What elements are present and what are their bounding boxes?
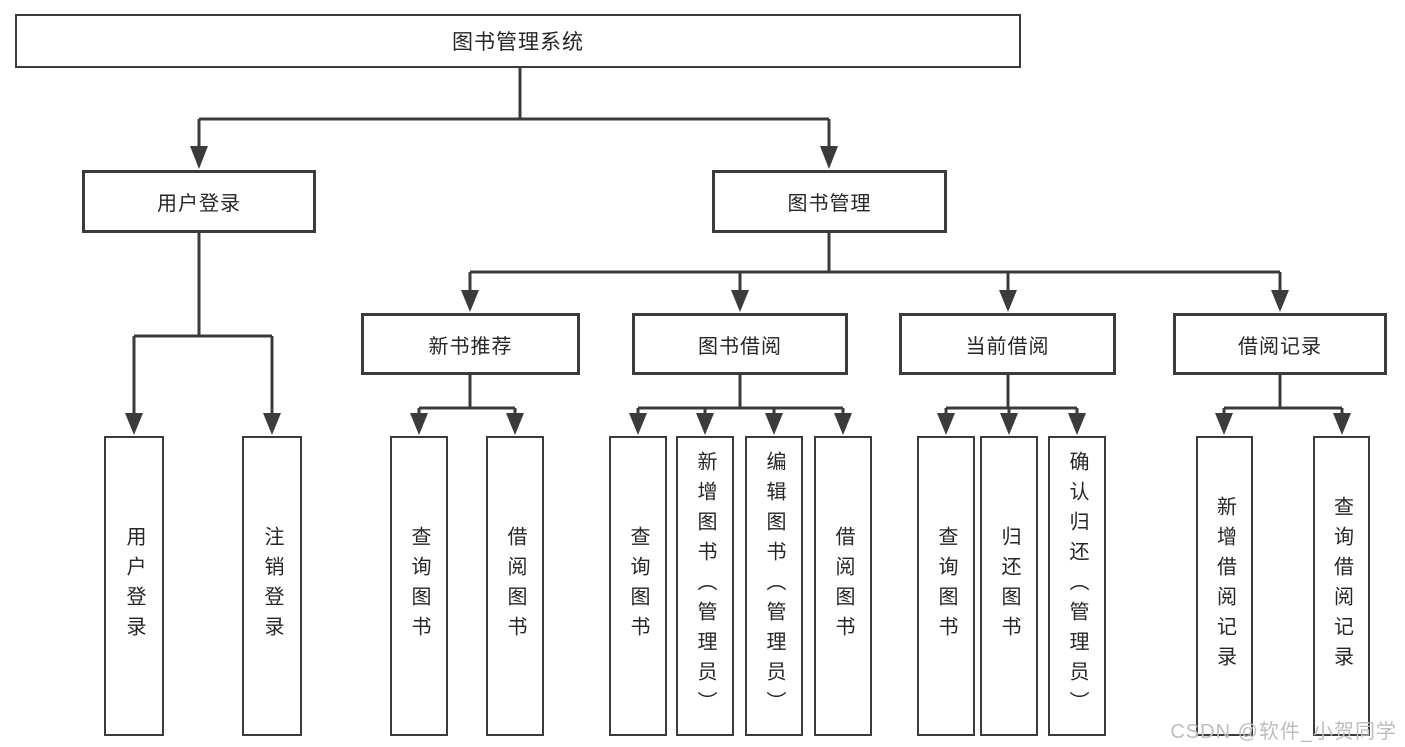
- leaf-label: 用户登录: [123, 526, 145, 646]
- leaf-label: 查询图书: [408, 526, 430, 646]
- leaf-borrow-books-newbooks: 借阅图书: [486, 436, 544, 736]
- leaf-borrow-books: 借阅图书: [814, 436, 872, 736]
- node-label: 当前借阅: [965, 335, 1050, 358]
- leaf-edit-books-admin: 编辑图书（管理员）: [745, 436, 803, 736]
- leaf-add-books-admin: 新增图书（管理员）: [676, 436, 734, 736]
- leaf-confirm-return-admin: 确认归还（管理员）: [1048, 436, 1106, 736]
- leaf-label: 确认归还（管理员）: [1066, 451, 1088, 721]
- leaf-label: 注销登录: [261, 526, 283, 646]
- connector-book-management-children: [461, 233, 1289, 312]
- connector-user-login-children: [125, 233, 281, 435]
- connector-borrow-records-children: [1215, 375, 1351, 435]
- csdn-watermark: CSDN @软件_小贺同学: [1170, 721, 1397, 743]
- node-label: 图书管理系统: [452, 31, 584, 54]
- node-label: 新书推荐: [428, 335, 513, 358]
- node-new-book-recommend: 新书推荐: [361, 313, 580, 375]
- node-user-login: 用户登录: [82, 170, 316, 233]
- connector-new-books-children: [410, 375, 524, 435]
- connector-root-to-level2: [190, 68, 838, 169]
- node-label: 图书管理: [787, 193, 872, 215]
- leaf-label: 借阅图书: [504, 526, 526, 646]
- node-root-system: 图书管理系统: [15, 14, 1021, 68]
- leaf-logout: 注销登录: [242, 436, 302, 736]
- leaf-query-books-current: 查询图书: [917, 436, 975, 736]
- node-label: 借阅记录: [1238, 335, 1322, 358]
- connector-current-borrow-children: [937, 375, 1086, 435]
- leaf-query-books-newbooks: 查询图书: [390, 436, 448, 736]
- leaf-return-books: 归还图书: [980, 436, 1038, 736]
- connector-book-borrow-children: [629, 375, 852, 435]
- node-book-borrow: 图书借阅: [632, 313, 848, 375]
- leaf-label: 新增图书（管理员）: [694, 451, 716, 721]
- leaf-label: 新增借阅记录: [1213, 496, 1236, 676]
- leaf-label: 借阅图书: [832, 526, 854, 646]
- node-label: 图书借阅: [698, 335, 782, 358]
- leaf-add-borrow-record: 新增借阅记录: [1196, 436, 1253, 736]
- node-borrow-records: 借阅记录: [1173, 313, 1387, 375]
- leaf-query-borrow-record: 查询借阅记录: [1313, 436, 1370, 736]
- node-label: 用户登录: [157, 193, 241, 215]
- leaf-label: 归还图书: [998, 526, 1020, 646]
- leaf-query-books-borrow: 查询图书: [609, 436, 667, 736]
- leaf-label: 编辑图书（管理员）: [763, 451, 785, 721]
- leaf-label: 查询借阅记录: [1330, 496, 1353, 676]
- node-current-borrow: 当前借阅: [899, 313, 1116, 375]
- leaf-label: 查询图书: [935, 526, 957, 646]
- node-book-management: 图书管理: [712, 170, 947, 233]
- leaf-label: 查询图书: [627, 526, 649, 646]
- leaf-user-login: 用户登录: [104, 436, 164, 736]
